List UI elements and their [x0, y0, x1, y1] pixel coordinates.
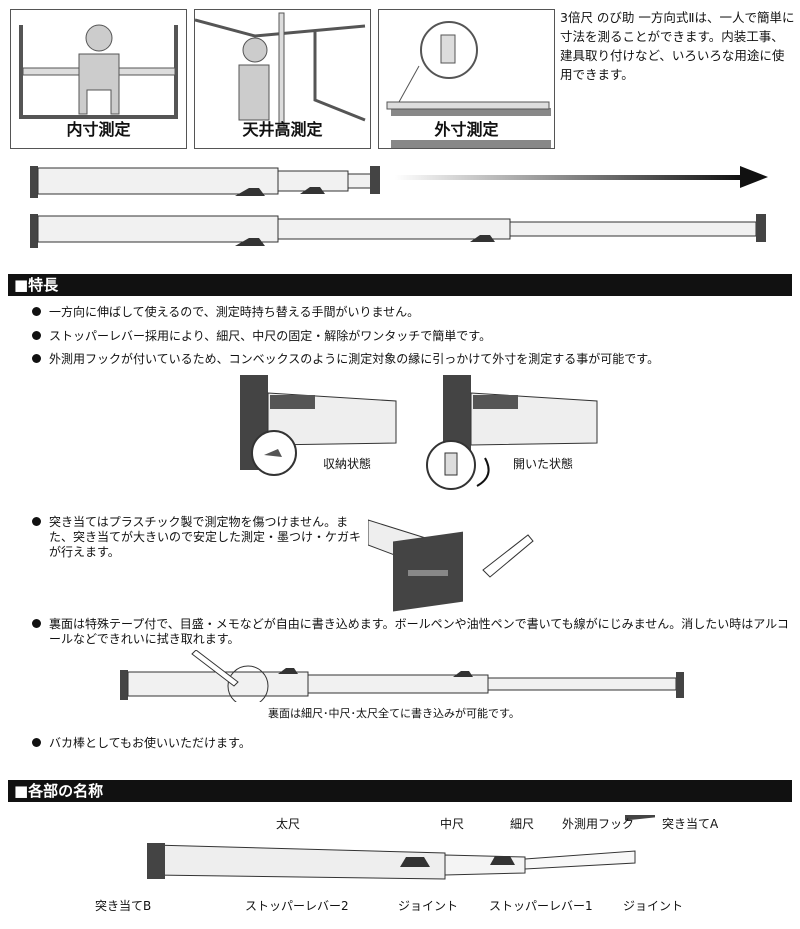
intro-text: 3倍尺 のび助 一方向式Ⅱは、一人で簡単に寸法を測ることができます。内装工事、建…	[560, 10, 795, 82]
bullet-dot-icon	[32, 354, 41, 363]
feature-bullet: 突き当てはプラスチック製で測定物を傷つけません。また、突き当てが大きいので安定し…	[32, 515, 362, 560]
feature-text: 裏面は特殊テープ付で、目盛・メモなどが自由に書き込めます。ボールペンや油性ペンで…	[49, 617, 789, 646]
hook-open-caption: 開いた状態	[513, 457, 574, 471]
label-joint-1: ジョイント	[398, 899, 459, 913]
panel-label: 外寸測定	[379, 116, 554, 140]
tsukiate-illustration	[368, 519, 534, 612]
feature-text: バカ棒としてもお使いいただけます。	[49, 736, 251, 750]
bullet-dot-icon	[32, 738, 41, 747]
panel-label: 天井高測定	[242, 120, 323, 139]
feature-bullet: 裏面は特殊テープ付で、目盛・メモなどが自由に書き込めます。ボールペンや油性ペンで…	[32, 617, 797, 647]
panel-ceiling-measure: 天井高測定	[194, 9, 371, 149]
label-hoso: 細尺	[510, 817, 535, 831]
feature-text: 一方向に伸ばして使えるので、測定時持ち替える手間がいりません。	[49, 305, 420, 319]
feature-text: 外測用フックが付いているため、コンベックスのように測定対象の縁に引っかけて外寸を…	[49, 352, 660, 366]
label-joint-2: ジョイント	[623, 899, 684, 913]
bullet-dot-icon	[32, 307, 41, 316]
ruler-extension-illustration	[30, 166, 768, 248]
label-lever2: ストッパーレバー2	[245, 899, 349, 913]
inner-measure-illustration	[19, 24, 178, 119]
feature-bullet: バカ棒としてもお使いいただけます。	[32, 736, 792, 751]
label-lever1: ストッパーレバー1	[489, 899, 593, 913]
panel-label: 内寸測定	[66, 120, 131, 139]
features-heading: ■特長	[8, 274, 792, 296]
label-tsukiate-a: 突き当てA	[662, 817, 719, 831]
bullet-dot-icon	[32, 619, 41, 628]
panel-outer-measure: 外寸測定	[378, 9, 555, 149]
back-tape-caption: 裏面は細尺･中尺･太尺全てに書き込みが可能です。	[268, 707, 520, 720]
hook-open-illustration	[426, 375, 598, 490]
feature-text: ストッパーレバー採用により、細尺、中尺の固定・解除がワンタッチで簡単です。	[49, 329, 492, 343]
parts-diagram	[147, 815, 655, 880]
bullet-dot-icon	[32, 331, 41, 340]
feature-bullet: 外測用フックが付いているため、コンベックスのように測定対象の縁に引っかけて外寸を…	[32, 352, 792, 367]
label-hook: 外測用フック	[562, 817, 635, 831]
parts-heading: ■各部の名称	[8, 780, 792, 802]
feature-bullet: ストッパーレバー採用により、細尺、中尺の固定・解除がワンタッチで簡単です。	[32, 329, 792, 344]
label-naka: 中尺	[440, 817, 465, 831]
back-tape-illustration	[120, 650, 684, 702]
hook-closed-illustration	[240, 375, 397, 476]
ceiling-measure-illustration	[195, 12, 366, 129]
label-futo: 太尺	[276, 817, 301, 831]
feature-text: 突き当てはプラスチック製で測定物を傷つけません。また、突き当てが大きいので安定し…	[49, 515, 362, 559]
label-tsukiate-b: 突き当てB	[95, 899, 152, 913]
panel-inner-measure: 内寸測定	[10, 9, 187, 149]
feature-bullet: 一方向に伸ばして使えるので、測定時持ち替える手間がいりません。	[32, 305, 792, 320]
bullet-dot-icon	[32, 517, 41, 526]
hook-closed-caption: 収納状態	[323, 457, 372, 471]
